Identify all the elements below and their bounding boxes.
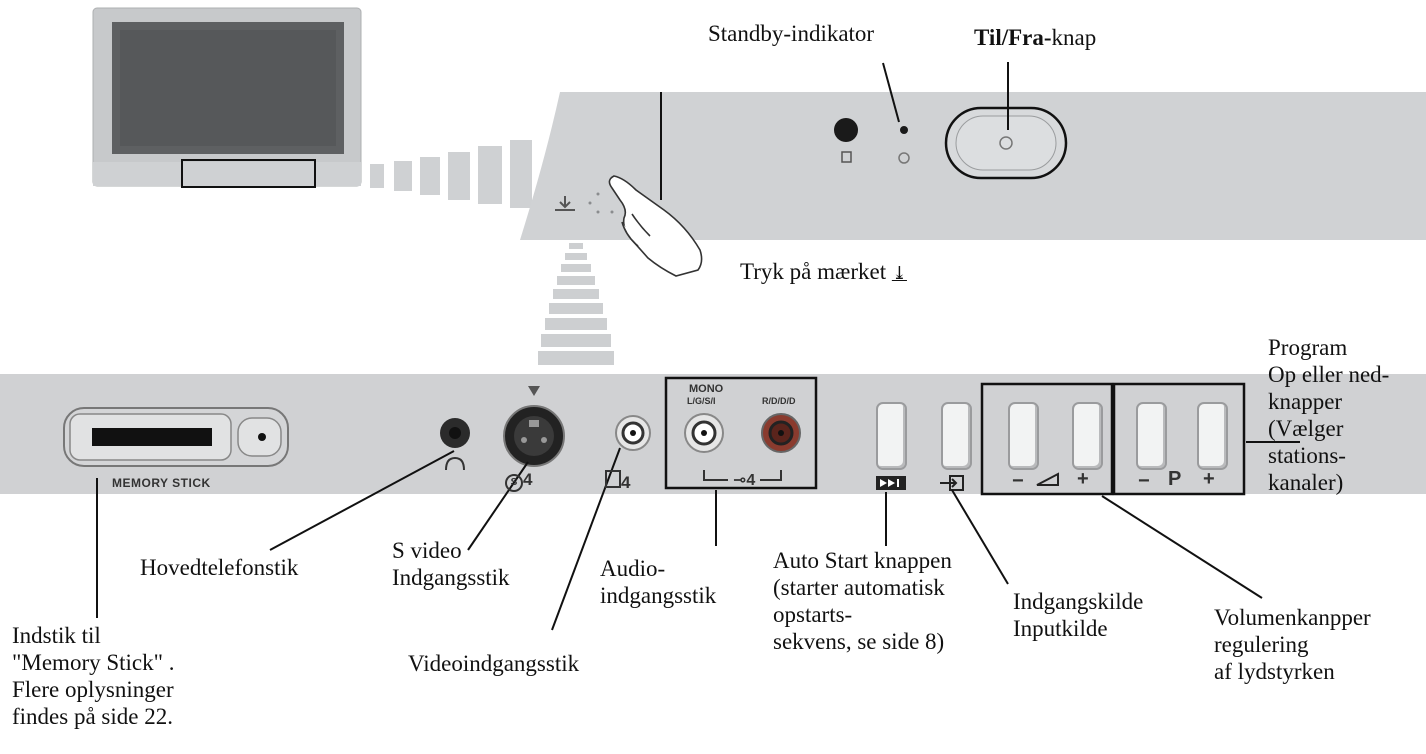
volume-up-button[interactable] xyxy=(1072,402,1103,470)
power-button-label: Til/Fra-knap xyxy=(974,24,1096,51)
standby-indicator-label: Standby-indikator xyxy=(708,21,875,46)
program-p-letter: P xyxy=(1168,468,1182,490)
svideo-num: 4 xyxy=(523,470,533,489)
sensor-dot xyxy=(834,118,858,142)
memory-stick-slot xyxy=(92,428,212,446)
power-symbol-icon xyxy=(999,136,1013,150)
video-num: 4 xyxy=(621,473,631,492)
standby-led xyxy=(900,126,908,134)
auto-start-icon xyxy=(876,476,906,490)
front-connector-panel xyxy=(0,374,1426,496)
headphone-icon xyxy=(445,456,465,471)
volume-down-button[interactable] xyxy=(1008,402,1039,470)
program-up-button[interactable] xyxy=(1197,402,1228,470)
volume-group-box xyxy=(980,382,1114,496)
volume-buttons-label: Volumenkanpper regulering af lydstyrken xyxy=(1214,605,1371,684)
mono-sub-caption: L/G/S/I xyxy=(687,396,716,406)
eject-mark-icon: ⤓ xyxy=(891,263,907,283)
zoom-indicator-vertical xyxy=(538,243,614,365)
program-plus: + xyxy=(1203,468,1215,490)
program-down-button[interactable] xyxy=(1136,402,1167,470)
program-group-box xyxy=(1112,382,1246,496)
top-control-panel xyxy=(520,92,1426,240)
hand-pointer-icon xyxy=(608,175,703,277)
tap-hint-label: Tryk på mærket ⤓ xyxy=(740,258,907,287)
auto-start-label: Auto Start knappen (starter automatisk o… xyxy=(773,548,952,654)
input-source-button[interactable] xyxy=(941,402,972,470)
tap-hint-text: Tryk på mærket xyxy=(740,259,887,284)
input-select-icon xyxy=(940,475,964,491)
audio-input-label: Audio- indgangsstik xyxy=(600,556,717,608)
audio-input-icon: ⊸4 xyxy=(733,472,756,489)
tv-highlight-box xyxy=(181,159,316,188)
video-input-label: Videoindgangsstik xyxy=(408,651,580,676)
power-button-label-bold: Til/Fra- xyxy=(974,25,1052,50)
eject-mark-icon xyxy=(555,196,575,211)
auto-start-button[interactable] xyxy=(876,402,907,470)
tv-illustration xyxy=(92,7,362,188)
volume-icon xyxy=(1036,472,1059,486)
program-buttons-label: Program Op eller ned- knapper (Vælger st… xyxy=(1268,335,1390,495)
volume-minus: − xyxy=(1012,470,1024,492)
video-input-icon: 4 xyxy=(605,470,630,493)
zoom-indicator-horizontal xyxy=(335,140,532,208)
program-minus: − xyxy=(1138,470,1150,492)
headphone-jack-label: Hovedtelefonstik xyxy=(140,555,299,580)
right-sub-caption: R/D/D/D xyxy=(762,396,796,406)
svideo-input-label: S video Indgangsstik xyxy=(392,538,510,590)
volume-plus: + xyxy=(1077,468,1089,490)
input-source-label: Indgangskilde Inputkilde xyxy=(1013,589,1144,641)
audio-group-num: 4 xyxy=(746,472,756,489)
memory-stick-caption: MEMORY STICK xyxy=(112,476,211,490)
power-button-label-rest: knap xyxy=(1051,25,1097,50)
mono-caption: MONO xyxy=(689,383,724,395)
memory-stick-label: Indstik til "Memory Stick" . Flere oplys… xyxy=(12,623,175,729)
audio-group-box xyxy=(664,376,818,490)
